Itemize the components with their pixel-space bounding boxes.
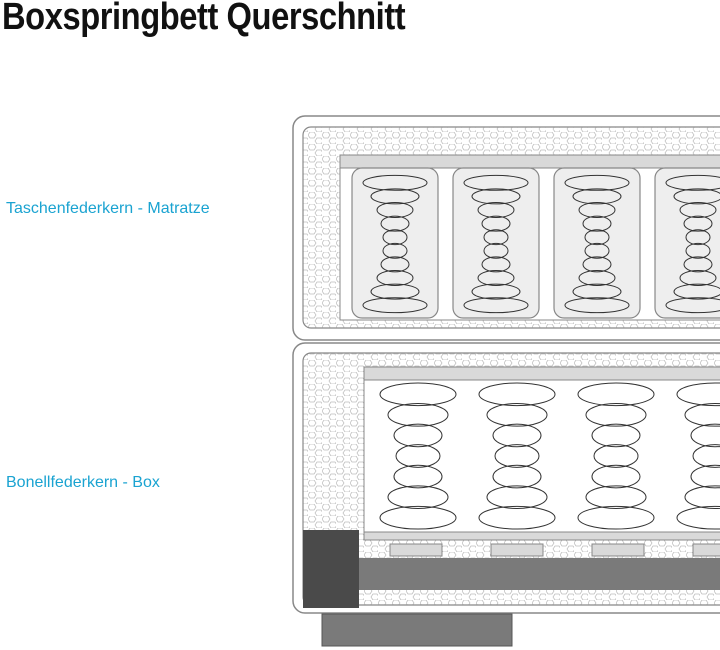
bonnell-spring [577,382,655,530]
box-slat [591,543,645,557]
page-title: Boxspringbett Querschnitt [2,0,406,38]
bonnell-springs [379,382,720,530]
pocket-spring [654,167,720,319]
box-section [292,342,720,614]
box-label: Bonellfederkern - Box [6,474,160,491]
box-bottom-bar [363,531,720,541]
box-slats [389,543,720,557]
bonnell-spring [379,382,457,530]
box-slat [389,543,443,557]
bonnell-spring [478,382,556,530]
pocket-spring [351,167,439,319]
box-slat [692,543,720,557]
box-corner-block [303,530,359,608]
pocket-spring [452,167,540,319]
box-base-bar [354,558,720,590]
bed-foot [321,613,513,647]
pocket-springs [351,167,720,319]
box-top-bar [363,366,720,381]
box-slat [490,543,544,557]
mattress-label: Taschenfederkern - Matratze [6,200,210,217]
pocket-spring [553,167,641,319]
mattress-top-bar [339,154,720,169]
mattress-section [292,115,720,341]
